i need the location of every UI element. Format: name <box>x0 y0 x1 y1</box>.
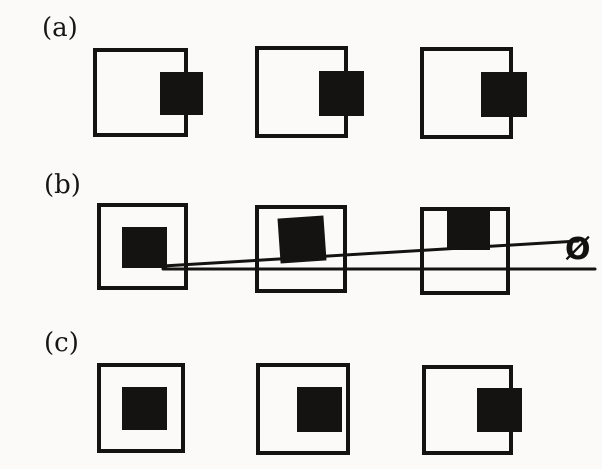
fill-square-c-2 <box>297 387 342 432</box>
angle-symbol: Ø <box>565 232 591 267</box>
row-label-b: (b) <box>44 170 81 200</box>
fill-square-c-3 <box>477 388 522 432</box>
fill-square-a-1 <box>160 72 203 115</box>
rotation-angle-line <box>161 239 580 268</box>
fill-square-b-3 <box>447 207 490 250</box>
row-label-a: (a) <box>42 13 78 43</box>
fill-square-b-2 <box>277 215 327 264</box>
outline-square-c-1 <box>97 363 185 453</box>
fill-square-c-1 <box>122 387 167 430</box>
fill-square-b-1 <box>122 227 167 268</box>
row-label-c: (c) <box>44 328 79 358</box>
fill-square-a-3 <box>481 72 527 117</box>
outline-square-c-2 <box>256 363 350 455</box>
fill-square-a-2 <box>319 71 364 116</box>
